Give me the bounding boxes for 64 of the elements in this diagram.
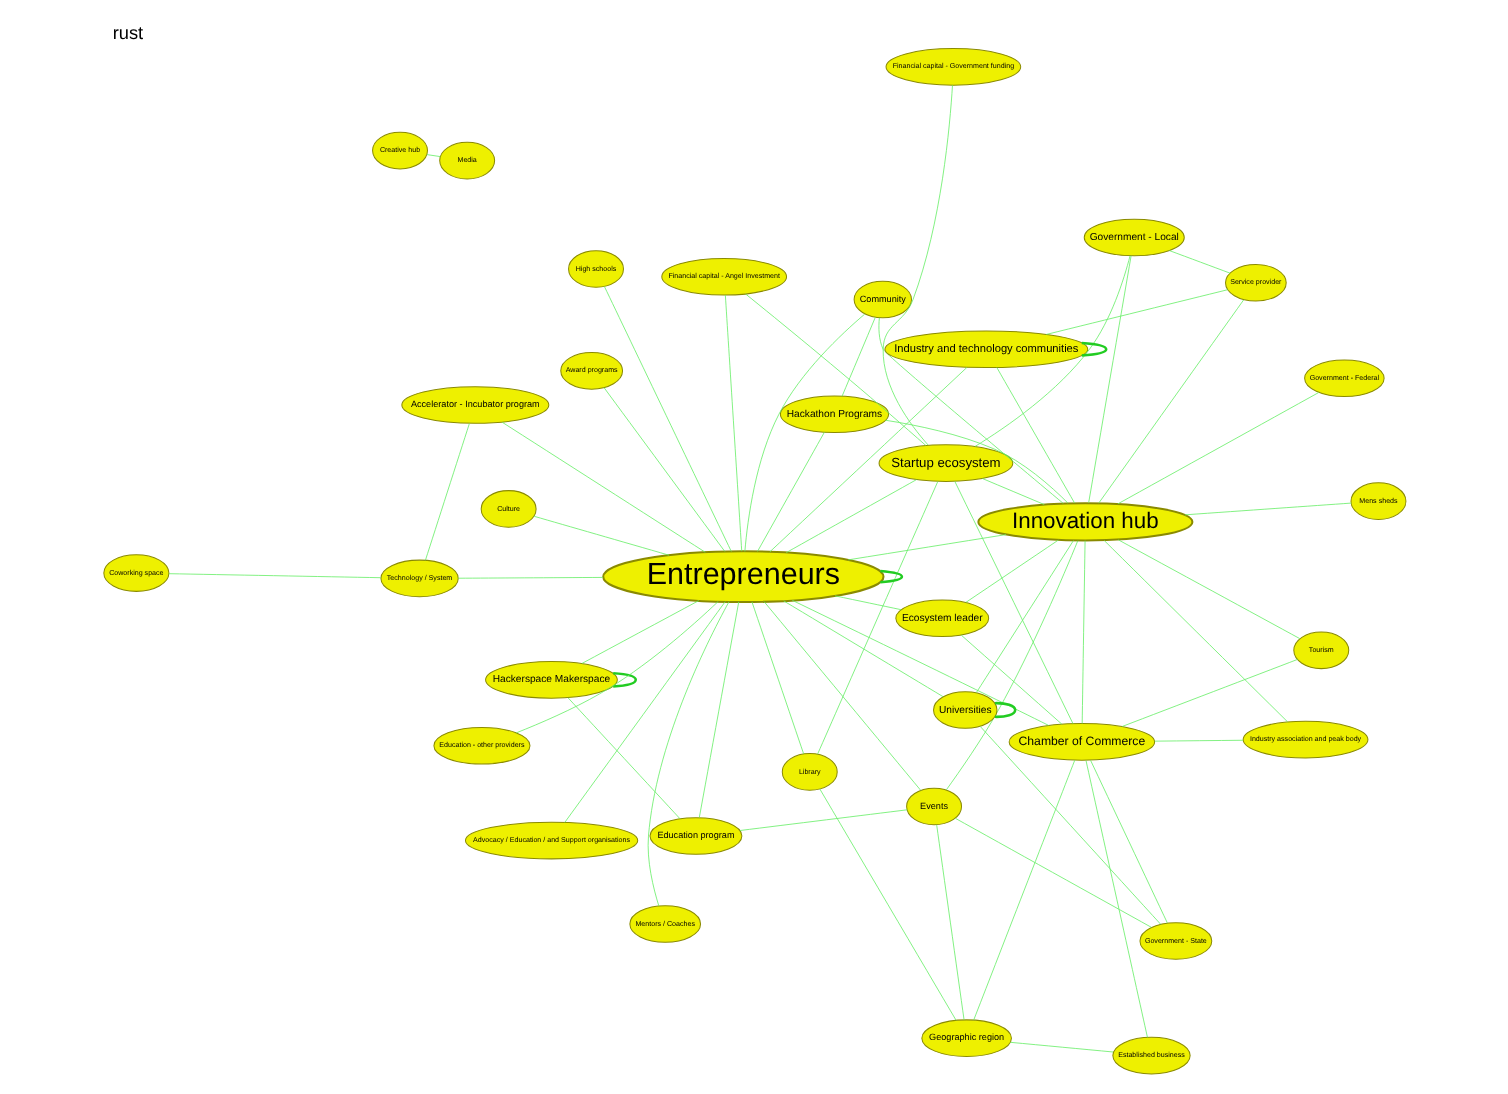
connector: [743, 313, 865, 552]
connector: [456, 577, 603, 579]
connector: [978, 726, 1161, 925]
connector: [1084, 760, 1147, 1038]
connector: [750, 601, 804, 755]
connector: [602, 387, 725, 552]
connector: [1116, 392, 1318, 505]
connector: [1102, 540, 1287, 723]
connector: [959, 634, 1062, 725]
connector: [818, 788, 956, 1021]
connector: [532, 515, 669, 556]
connector: [840, 316, 875, 397]
connector: [1153, 739, 1243, 742]
node-ellipse: Innovation hub: [976, 502, 1193, 542]
connector: [1097, 299, 1244, 504]
connector: [944, 540, 1078, 791]
connector: [762, 601, 921, 791]
connector: [612, 671, 636, 688]
connector: [994, 701, 1016, 719]
connector: [1183, 502, 1351, 516]
connector: [1080, 540, 1085, 724]
connector: [1117, 539, 1300, 640]
connector: [167, 573, 381, 579]
connector: [768, 367, 967, 553]
connector: [881, 84, 952, 446]
connector: [846, 534, 1006, 561]
connector: [964, 539, 1058, 603]
connector: [1044, 289, 1227, 335]
connector: [816, 481, 938, 755]
connector: [953, 481, 1073, 724]
connector: [1009, 1041, 1113, 1053]
connector: [566, 697, 680, 820]
connector: [603, 286, 731, 552]
connector: [563, 601, 725, 823]
diagram-title: rust: [111, 22, 143, 43]
connector: [744, 293, 926, 446]
node-ellipse: Entrepreneurs: [601, 550, 884, 604]
connector: [935, 824, 964, 1021]
connector: [884, 419, 1068, 504]
connector: [738, 809, 907, 831]
connector: [784, 479, 916, 553]
connector: [981, 478, 1044, 505]
connector: [500, 421, 705, 553]
connector: [995, 367, 1074, 504]
connector: [972, 759, 1075, 1021]
connector: [833, 595, 901, 611]
connector: [723, 294, 742, 552]
connector: [1080, 341, 1107, 357]
connector: [1168, 250, 1230, 274]
connector: [580, 600, 699, 664]
connector: [973, 255, 1130, 447]
connector: [424, 423, 469, 561]
connector: [514, 601, 718, 734]
connector: [756, 431, 824, 552]
connector: [1120, 659, 1297, 727]
connector: [646, 601, 729, 907]
connector: [974, 540, 1073, 694]
connector: [697, 601, 739, 818]
connector: [425, 154, 440, 157]
connector: [1089, 759, 1167, 924]
connector: [1087, 255, 1131, 504]
connector: [879, 569, 903, 584]
connector: [954, 818, 1151, 928]
connector: [782, 600, 943, 698]
